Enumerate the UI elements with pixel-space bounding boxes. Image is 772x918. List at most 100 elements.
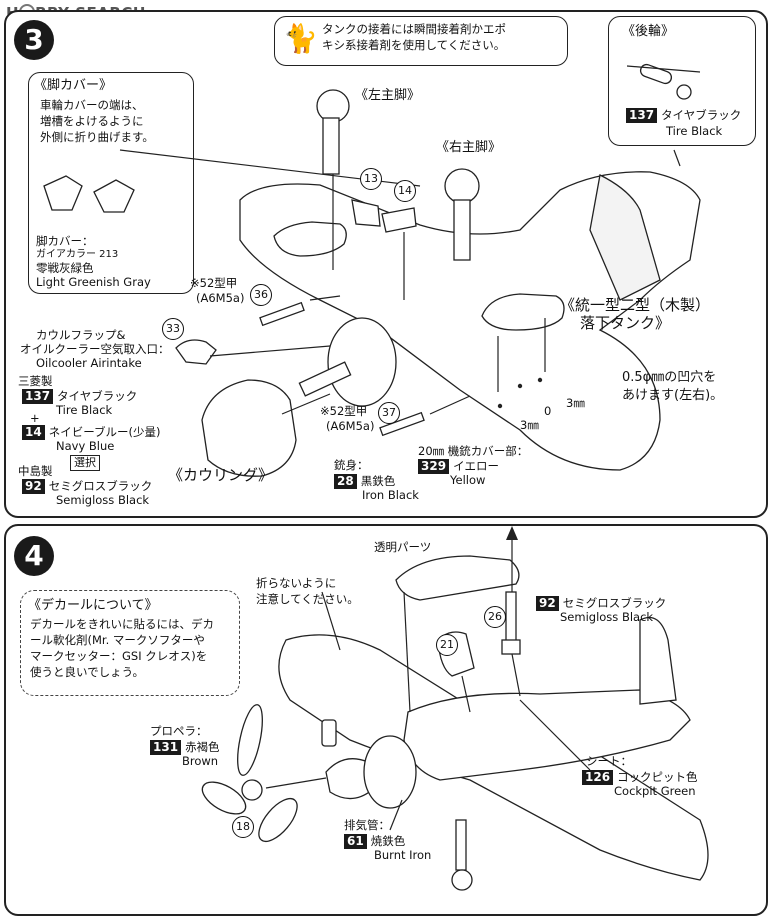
color-code-badge: 92	[22, 479, 45, 494]
dim-3mm-b: 3㎜	[520, 418, 539, 432]
color-jp: ネイビーブルー(少量)	[48, 425, 161, 439]
color-137-en: Tire Black	[56, 403, 113, 417]
color-61-en: Burnt Iron	[374, 848, 432, 862]
hole-note-2: あけます(左右)。	[622, 388, 724, 403]
hole-note-1: 0.5φ㎜の凹穴を	[622, 370, 717, 385]
color-code-badge: 28	[334, 474, 357, 489]
gear-cover-color-brand: ガイアカラー 213	[36, 249, 119, 260]
color-code-badge: 137	[22, 389, 54, 404]
decal-text-4: 使うと良いでしょう。	[30, 665, 144, 679]
step3-number: 3	[14, 20, 54, 60]
tail-wheel-title: 《後輪》	[622, 24, 675, 39]
tail-wheel-color-en: Tire Black	[666, 124, 723, 138]
a6m5a-note-top-2: (A6M5a)	[196, 291, 245, 305]
color-jp: タイヤブラック	[661, 108, 742, 122]
notice-line-2: キシ系接着剤を使用してください。	[322, 38, 506, 52]
gear-cover-title: 《脚カバー》	[34, 78, 113, 93]
cat-mascot-icon: 🐈	[283, 22, 318, 55]
cowl-flap-label-2: オイルクーラー空気取入口：	[20, 342, 170, 356]
cowl-flap-label-3: Oilcooler Airintake	[36, 356, 142, 370]
color-jp: 黒鉄色	[360, 474, 396, 488]
decal-text-2: ール軟化剤(Mr. マークソフターや	[30, 633, 205, 647]
right-gear-label: 《右主脚》	[436, 140, 502, 155]
left-gear-label: 《左主脚》	[355, 88, 421, 103]
gun-cover-label: 20㎜ 機銃カバー部：	[418, 444, 529, 458]
exhaust-label: 排気管：	[344, 818, 390, 832]
part-36: 36	[250, 284, 272, 306]
color-jp: タイヤブラック	[57, 389, 138, 403]
a6m5a-note-top-1: ※52型甲	[190, 276, 238, 290]
decal-text-3: マークセッター：GSI クレオス)を	[30, 649, 208, 663]
color-92-en-s4: Semigloss Black	[560, 610, 654, 624]
cowl-flap-label-1: カウルフラップ&	[36, 328, 126, 342]
color-code-badge: 92	[536, 596, 559, 611]
step4-number: 4	[14, 536, 54, 576]
drop-tank-label-1: 《統一型二型（木製）	[560, 296, 711, 314]
gear-cover-color-jp: 零戦灰緑色	[36, 261, 94, 275]
gear-cover-text-2: 増槽をよけるように	[40, 114, 144, 128]
notice-line-1: タンクの接着には瞬間接着剤かエポ	[322, 22, 506, 36]
adhesive-notice	[274, 16, 568, 66]
mitsubishi-label: 三菱製	[18, 374, 53, 388]
color-jp: セミグロスブラック	[562, 596, 667, 610]
nakajima-label: 中島製	[18, 464, 53, 478]
a6m5a-note-bottom-1: ※52型甲	[320, 404, 368, 418]
clear-parts-label: 透明パーツ	[374, 540, 432, 554]
tail-wheel-inset	[608, 16, 756, 146]
gear-cover-text-1: 車輪カバーの端は、	[40, 98, 144, 112]
a6m5a-note-bottom-2: (A6M5a)	[326, 419, 375, 433]
gear-cover-text-3: 外側に折り曲げます。	[40, 130, 154, 144]
color-28-en: Iron Black	[362, 488, 419, 502]
part-33: 33	[162, 318, 184, 340]
color-jp: コックピット色	[617, 770, 698, 784]
part-37: 37	[378, 402, 400, 424]
color-code-badge: 131	[150, 740, 182, 755]
drop-tank-label-2: 落下タンク》	[580, 314, 671, 332]
color-code-badge: 137	[626, 108, 658, 123]
propeller-label: プロペラ：	[150, 724, 208, 738]
dim-3mm-a: 3㎜	[566, 396, 585, 410]
dont-fold-1: 折らないように	[256, 576, 337, 590]
color-jp: イエロー	[453, 459, 499, 473]
color-92-en: Semigloss Black	[56, 493, 150, 507]
plus-sign: +	[30, 411, 40, 425]
gear-cover-color-label: 脚カバー：	[36, 234, 94, 248]
color-329-en: Yellow	[450, 473, 486, 487]
choose-label: 選択	[70, 455, 100, 471]
part-21: 21	[436, 634, 458, 656]
part-14: 14	[394, 180, 416, 202]
seat-label: シート：	[586, 754, 632, 768]
cowling-label: 《カウリング》	[168, 466, 274, 484]
color-jp: 焼鉄色	[370, 834, 406, 848]
gear-cover-color-en: Light Greenish Gray	[36, 275, 151, 289]
color-14-en: Navy Blue	[56, 439, 115, 453]
color-131-en: Brown	[182, 754, 219, 768]
color-code-badge: 61	[344, 834, 367, 849]
color-126-en: Cockpit Green	[614, 784, 696, 798]
color-code-badge: 329	[418, 459, 450, 474]
gear-cover-inset	[28, 72, 194, 294]
color-code-badge: 126	[582, 770, 614, 785]
dim-zero: 0	[544, 404, 552, 418]
dont-fold-2: 注意してください。	[256, 592, 359, 606]
color-jp: 赤褐色	[185, 740, 220, 754]
color-code-badge: 14	[22, 425, 45, 440]
decal-title: 《デカールについて》	[28, 598, 158, 613]
part-26: 26	[484, 606, 506, 628]
color-jp: セミグロスブラック	[48, 479, 153, 493]
decal-note-box	[20, 590, 240, 696]
choose-box: 選択	[70, 455, 100, 471]
part-18: 18	[232, 816, 254, 838]
barrel-label: 銃身：	[334, 458, 369, 472]
decal-text-1: デカールをきれいに貼るには、デカ	[30, 617, 214, 631]
